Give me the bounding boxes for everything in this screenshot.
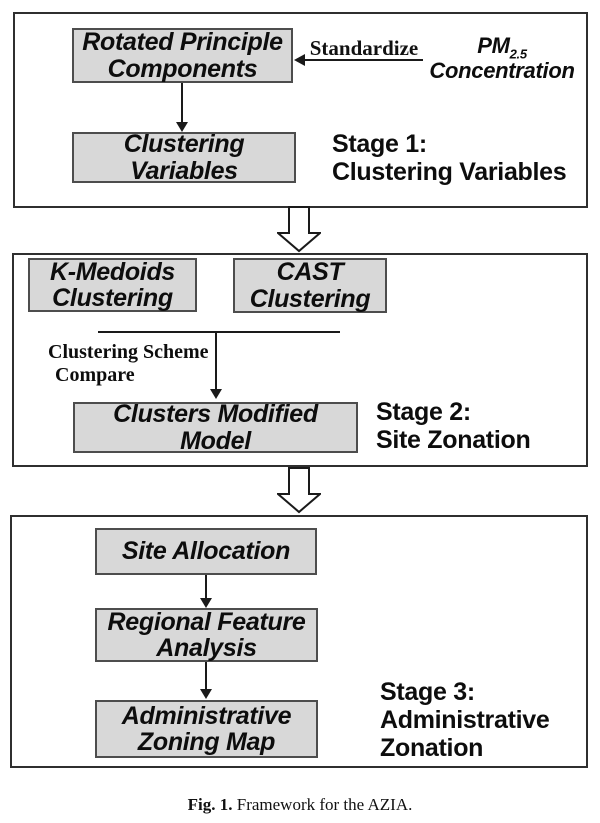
arrow-sa-to-rfa-head-icon (200, 598, 212, 608)
stage3-label: Stage 3: Administrative Zonation (380, 678, 550, 762)
pm25-concentration-label: PM2.5 Concentration (420, 33, 584, 83)
regional-feature-analysis-box: Regional Feature Analysis (95, 608, 318, 662)
standardize-label: Standardize (309, 36, 419, 60)
k-medoids-clustering-box: K-Medoids Clustering (28, 258, 197, 312)
standardize-arrow-head-icon (294, 54, 305, 66)
arrow-rpc-to-cv-head-icon (176, 122, 188, 132)
arrow-rpc-to-cv-line (181, 83, 183, 123)
arrow-merge-to-cmm-line (215, 331, 217, 389)
administrative-zoning-map-box: Administrative Zoning Map (95, 700, 318, 758)
clustering-scheme-line2: Compare (55, 364, 135, 386)
rotated-principle-components-box: Rotated Principle Components (72, 28, 293, 83)
pm25-line2: Concentration (429, 58, 575, 83)
figure-caption-number: Fig. 1. (187, 795, 233, 814)
stage1-to-stage2-arrow-icon (277, 206, 321, 253)
figure-caption: Fig. 1. Framework for the AZIA. (0, 795, 600, 815)
arrow-rfa-to-azm-head-icon (200, 689, 212, 699)
figure-caption-text: Framework for the AZIA. (232, 795, 413, 814)
arrow-merge-to-cmm-head-icon (210, 389, 222, 399)
pm25-line1: PM2.5 (477, 33, 527, 62)
standardize-arrow-line (305, 59, 423, 61)
stage2-to-stage3-arrow-icon (277, 467, 321, 514)
clustering-scheme-compare-label: Clustering Scheme Compare (48, 341, 209, 387)
arrow-rfa-to-azm-line (205, 662, 207, 689)
clusters-modified-model-box: Clusters Modified Model (73, 401, 358, 454)
merge-line (98, 331, 340, 333)
clustering-scheme-line1: Clustering Scheme (48, 341, 209, 363)
clustering-variables-box: Clustering Variables (72, 131, 296, 184)
stage1-label: Stage 1: Clustering Variables (332, 130, 567, 186)
site-allocation-box: Site Allocation (95, 528, 317, 575)
cast-clustering-box: CAST Clustering (233, 258, 387, 313)
stage2-label: Stage 2: Site Zonation (376, 398, 531, 454)
arrow-sa-to-rfa-line (205, 575, 207, 598)
